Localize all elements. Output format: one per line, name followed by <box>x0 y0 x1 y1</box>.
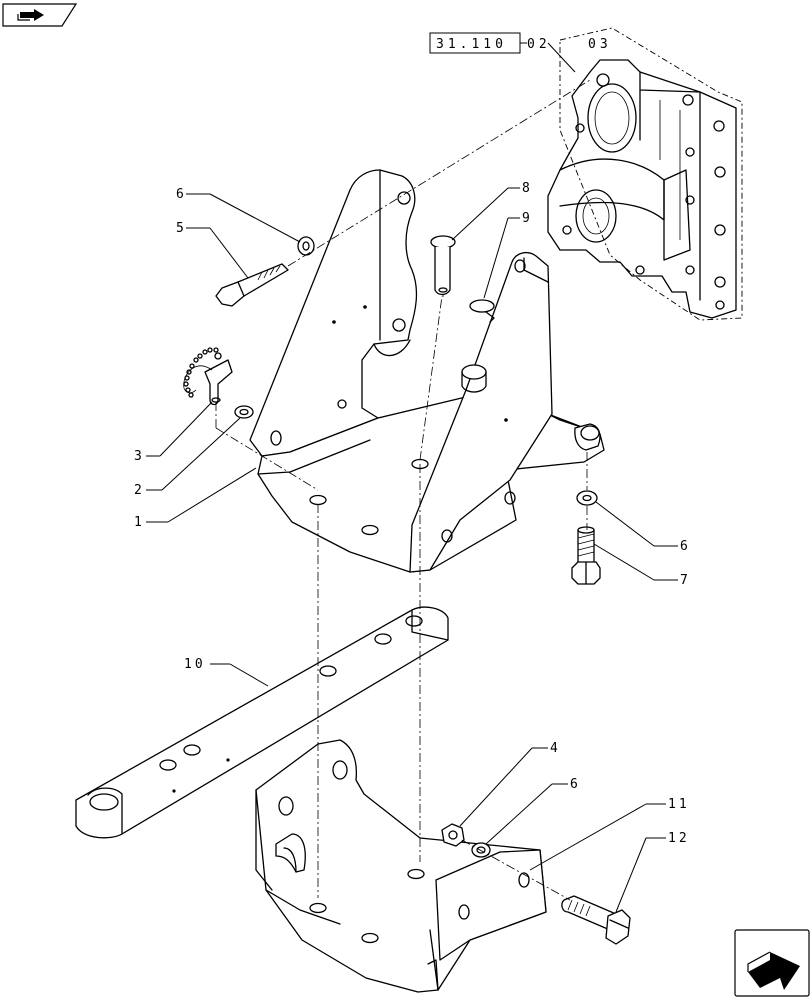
washer-upper <box>297 236 315 256</box>
callout-7: 7 <box>680 573 691 588</box>
callout-5: 5 <box>176 221 187 236</box>
callout-6-lower: 6 <box>570 777 581 792</box>
washer-lower <box>471 842 491 858</box>
clip-9 <box>469 299 495 323</box>
washer-right <box>576 490 598 506</box>
reference-boxed: 31.110 <box>436 37 507 52</box>
nut-4 <box>441 823 465 847</box>
callout-11: 11 <box>668 797 690 812</box>
clip-2 <box>234 405 254 419</box>
transmission-housing <box>547 27 743 321</box>
callout-8: 8 <box>522 181 533 196</box>
assembly-lines <box>215 79 591 901</box>
next-page-icon[interactable] <box>734 929 810 997</box>
callout-6-upper: 6 <box>176 187 187 202</box>
callout-10: 10 <box>184 657 206 672</box>
reference-tail: 03 <box>588 37 612 52</box>
bolt-right <box>571 526 601 585</box>
callout-3: 3 <box>134 449 145 464</box>
callout-4: 4 <box>550 741 561 756</box>
callout-1: 1 <box>134 515 145 530</box>
reference-label: 31.110 02 03 <box>429 32 612 73</box>
hitch-bracket-lower <box>255 739 547 993</box>
hitch-bracket-upper <box>249 169 605 573</box>
bolt-upper <box>215 263 289 307</box>
callout-6-right: 6 <box>680 539 691 554</box>
callouts: 6 5 3 2 1 8 9 6 7 10 4 6 11 12 <box>134 181 691 846</box>
reference-suffix: 02 <box>527 37 551 52</box>
bolt-lower <box>561 895 631 945</box>
callout-9: 9 <box>522 211 533 226</box>
callout-12: 12 <box>668 831 690 846</box>
pin-8 <box>430 235 456 296</box>
pin-3-with-chain <box>183 347 233 406</box>
callout-2: 2 <box>134 483 145 498</box>
previous-page-icon[interactable] <box>2 3 78 27</box>
leader-lines <box>146 187 678 913</box>
drawbar <box>75 606 449 839</box>
